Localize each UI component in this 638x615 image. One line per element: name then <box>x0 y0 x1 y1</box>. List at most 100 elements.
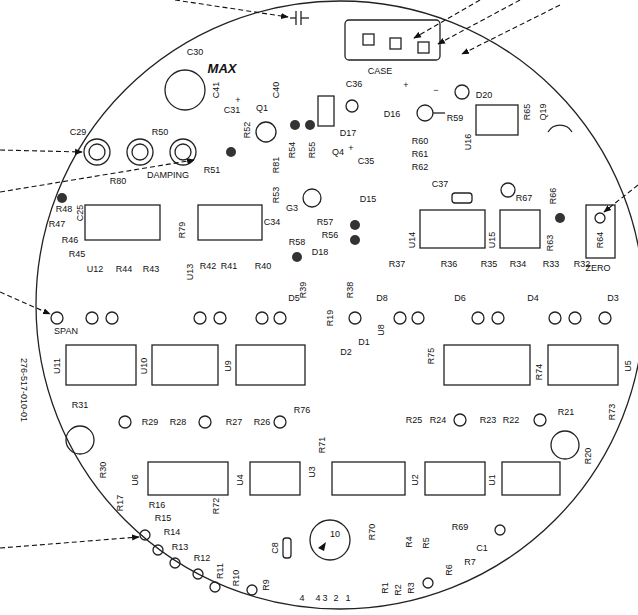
part-label: R32 <box>574 259 591 269</box>
part-label: D20 <box>476 90 493 100</box>
part-label: U14 <box>407 232 417 249</box>
part-label: CASE <box>368 66 393 76</box>
part-label: R56 <box>322 230 339 240</box>
part-label: R42 <box>200 261 217 271</box>
part-label: R75 <box>426 348 436 365</box>
part-label: R12 <box>194 553 211 563</box>
part-label: R71 <box>317 437 327 454</box>
part-label: 4 <box>299 593 304 603</box>
part-label: R46 <box>62 235 79 245</box>
part-label: R55 <box>307 142 317 159</box>
part-label: C25 <box>75 205 85 222</box>
part-label: R29 <box>142 417 159 427</box>
part-label: D16 <box>384 109 401 119</box>
part-label: C1 <box>476 543 488 553</box>
part-label: C31 <box>224 105 241 115</box>
part-label: U8 <box>376 324 386 336</box>
part-label: R30 <box>98 462 108 479</box>
part-label: U6 <box>130 474 140 486</box>
part-label: R79 <box>177 222 187 239</box>
part-label: R43 <box>143 264 160 274</box>
part-label: C37 <box>432 179 449 189</box>
part-label: R59 <box>447 113 464 123</box>
part-label: U15 <box>487 232 497 249</box>
part-label: R44 <box>116 264 133 274</box>
part-label: 3 <box>322 593 327 603</box>
part-label: R62 <box>412 162 429 172</box>
part-label: R69 <box>452 522 469 532</box>
part-label: R70 <box>367 524 377 541</box>
part-label: C36 <box>346 79 363 89</box>
part-label: R41 <box>221 261 238 271</box>
part-label: U5 <box>623 360 633 372</box>
part-label: R35 <box>481 259 498 269</box>
part-label: R64 <box>595 232 605 249</box>
part-label: U12 <box>87 264 104 274</box>
part-label: R76 <box>294 405 311 415</box>
part-label: R15 <box>155 513 172 523</box>
part-label: SPAN <box>54 326 78 336</box>
part-label: C35 <box>358 156 375 166</box>
part-label: R80 <box>110 176 127 186</box>
part-label: R23 <box>480 415 497 425</box>
part-label: R10 <box>231 570 241 587</box>
part-label: R63 <box>545 235 555 252</box>
part-label: R73 <box>607 404 617 421</box>
part-label: R21 <box>558 407 575 417</box>
part-label: R5 <box>421 537 431 549</box>
part-label: R24 <box>430 415 447 425</box>
part-label: D18 <box>312 247 329 257</box>
part-label: Q1 <box>256 103 268 113</box>
part-label: R9 <box>261 579 271 591</box>
part-label: R67 <box>516 193 533 203</box>
part-label: C40 <box>271 82 281 99</box>
part-label: R16 <box>149 500 166 510</box>
part-label: 10 <box>330 529 340 539</box>
part-label: Q4 <box>332 147 344 157</box>
part-label: U4 <box>235 474 245 486</box>
part-label: U9 <box>223 360 233 372</box>
part-label: R72 <box>211 498 221 515</box>
part-label: U2 <box>410 474 420 486</box>
part-label: C8 <box>270 542 280 554</box>
part-label: R20 <box>583 448 593 465</box>
part-label: R58 <box>289 237 306 247</box>
part-label: D1 <box>358 337 370 347</box>
part-label: U13 <box>185 264 195 281</box>
part-label: R47 <box>49 219 66 229</box>
part-label: R7 <box>464 557 476 567</box>
part-label: D2 <box>340 347 352 357</box>
part-label: R27 <box>226 417 243 427</box>
part-label: R26 <box>254 417 271 427</box>
part-label: R17 <box>115 495 125 512</box>
part-label: R4 <box>404 536 414 548</box>
part-label: D6 <box>454 293 466 303</box>
part-label: R51 <box>204 165 221 175</box>
part-label: C30 <box>187 47 204 57</box>
part-label: D4 <box>527 293 539 303</box>
part-label: R60 <box>412 136 429 146</box>
part-label: D15 <box>360 194 377 204</box>
part-label: R65 <box>522 104 532 121</box>
part-label: R34 <box>510 259 527 269</box>
part-label: R50 <box>152 127 169 137</box>
part-label: R81 <box>271 157 281 174</box>
part-label: R36 <box>441 259 458 269</box>
part-label: U1 <box>487 474 497 486</box>
part-label: D8 <box>376 293 388 303</box>
part-label: R28 <box>170 417 187 427</box>
part-label: G3 <box>286 203 298 213</box>
part-label: R13 <box>172 542 189 552</box>
part-label: D5 <box>288 293 300 303</box>
part-label: C29 <box>70 127 87 137</box>
part-label: R74 <box>534 364 544 381</box>
part-label: R54 <box>287 142 297 159</box>
part-label: R31 <box>72 400 89 410</box>
part-label: R11 <box>215 563 225 579</box>
part-label: R61 <box>412 149 429 159</box>
part-label: U16 <box>463 134 473 151</box>
part-label: Q19 <box>538 103 548 120</box>
